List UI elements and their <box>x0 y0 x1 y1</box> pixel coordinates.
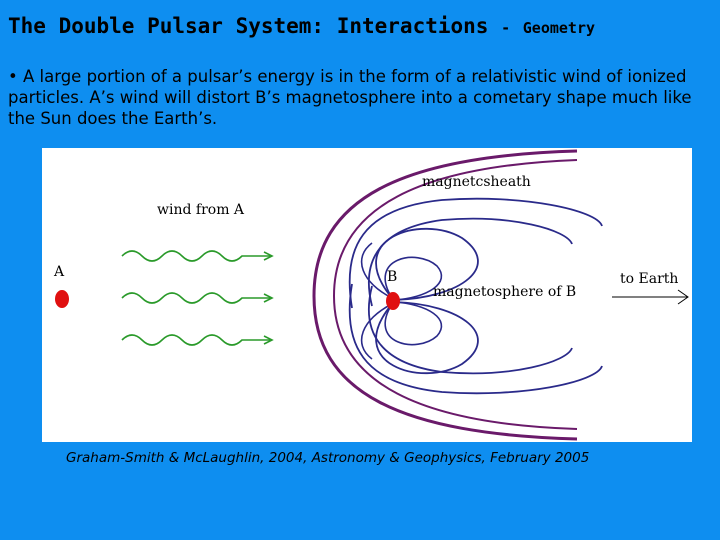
dipole-loop-lower-large <box>375 301 479 375</box>
pulsar-b-label: B <box>387 269 398 285</box>
pulsar-a-label: A <box>54 264 65 280</box>
bullet-text: A large portion of a pulsar’s energy is … <box>8 67 692 128</box>
magnetosphere-of-b-label: magnetosphere of B <box>433 284 577 300</box>
magnetosheath-boundary-outer <box>312 149 578 441</box>
figure-caption: Graham-Smith & McLaughlin, 2004, Astrono… <box>66 450 590 466</box>
magnetosheath-boundary-inner <box>332 159 578 430</box>
diagram-drawing <box>55 149 689 441</box>
title-separator: - <box>501 19 511 37</box>
title-sub: Geometry <box>522 19 596 37</box>
title-main: The Double Pulsar System: Interactions <box>8 14 489 38</box>
dipole-loop-left-lower <box>360 303 393 360</box>
dipole-loop-lower-small <box>384 301 443 346</box>
dipole-loop-left-upper <box>360 242 393 299</box>
to-earth-arrowhead <box>677 289 689 305</box>
pulsar-b-dot <box>386 292 400 310</box>
bullet-paragraph: • A large portion of a pulsar’s energy i… <box>8 66 714 129</box>
pulsar-a-dot <box>55 290 69 308</box>
wind-arrowhead-top <box>263 251 274 261</box>
magnetotail-upper-mid <box>367 217 573 307</box>
magnetosphere-diagram: magnetcsheath wind from A A B magnetosph… <box>42 148 692 442</box>
wind-arrowhead-bottom <box>263 335 274 345</box>
magnetotail-upper-outer <box>348 197 603 309</box>
wind-wave-middle <box>121 292 272 304</box>
dipole-loop-upper-large <box>375 227 479 301</box>
dipole-loop-upper-small <box>384 256 443 301</box>
slide-title: The Double Pulsar System: Interactions -… <box>8 14 595 38</box>
wind-wave-top <box>121 250 272 262</box>
to-earth-label: to Earth <box>620 271 679 287</box>
wind-arrowhead-middle <box>263 293 274 303</box>
magnetotail-lower-outer <box>348 283 603 395</box>
magnetosheath-label: magnetcsheath <box>422 174 531 190</box>
bullet-marker: • <box>8 67 18 86</box>
wind-from-a-label: wind from A <box>157 202 245 218</box>
wind-wave-bottom <box>121 334 272 346</box>
